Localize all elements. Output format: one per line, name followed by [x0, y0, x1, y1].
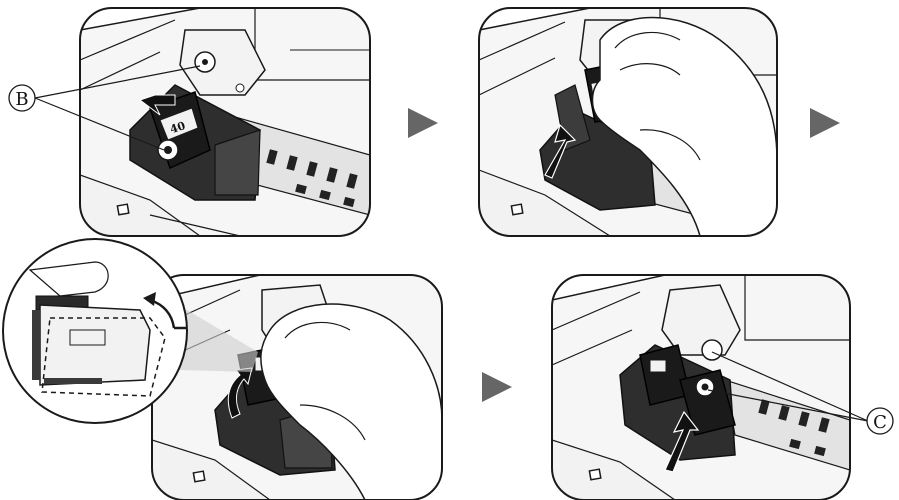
next-step-triangle	[482, 372, 512, 402]
step-1-panel: 40	[80, 8, 370, 236]
callout-b-label: B	[15, 89, 28, 110]
callout-c-label: C	[873, 412, 887, 433]
step-3-panel	[152, 275, 442, 500]
step-4-panel	[552, 275, 850, 500]
step-2-panel	[479, 8, 777, 236]
next-step-triangle	[810, 108, 840, 138]
next-step-triangle	[408, 108, 438, 138]
